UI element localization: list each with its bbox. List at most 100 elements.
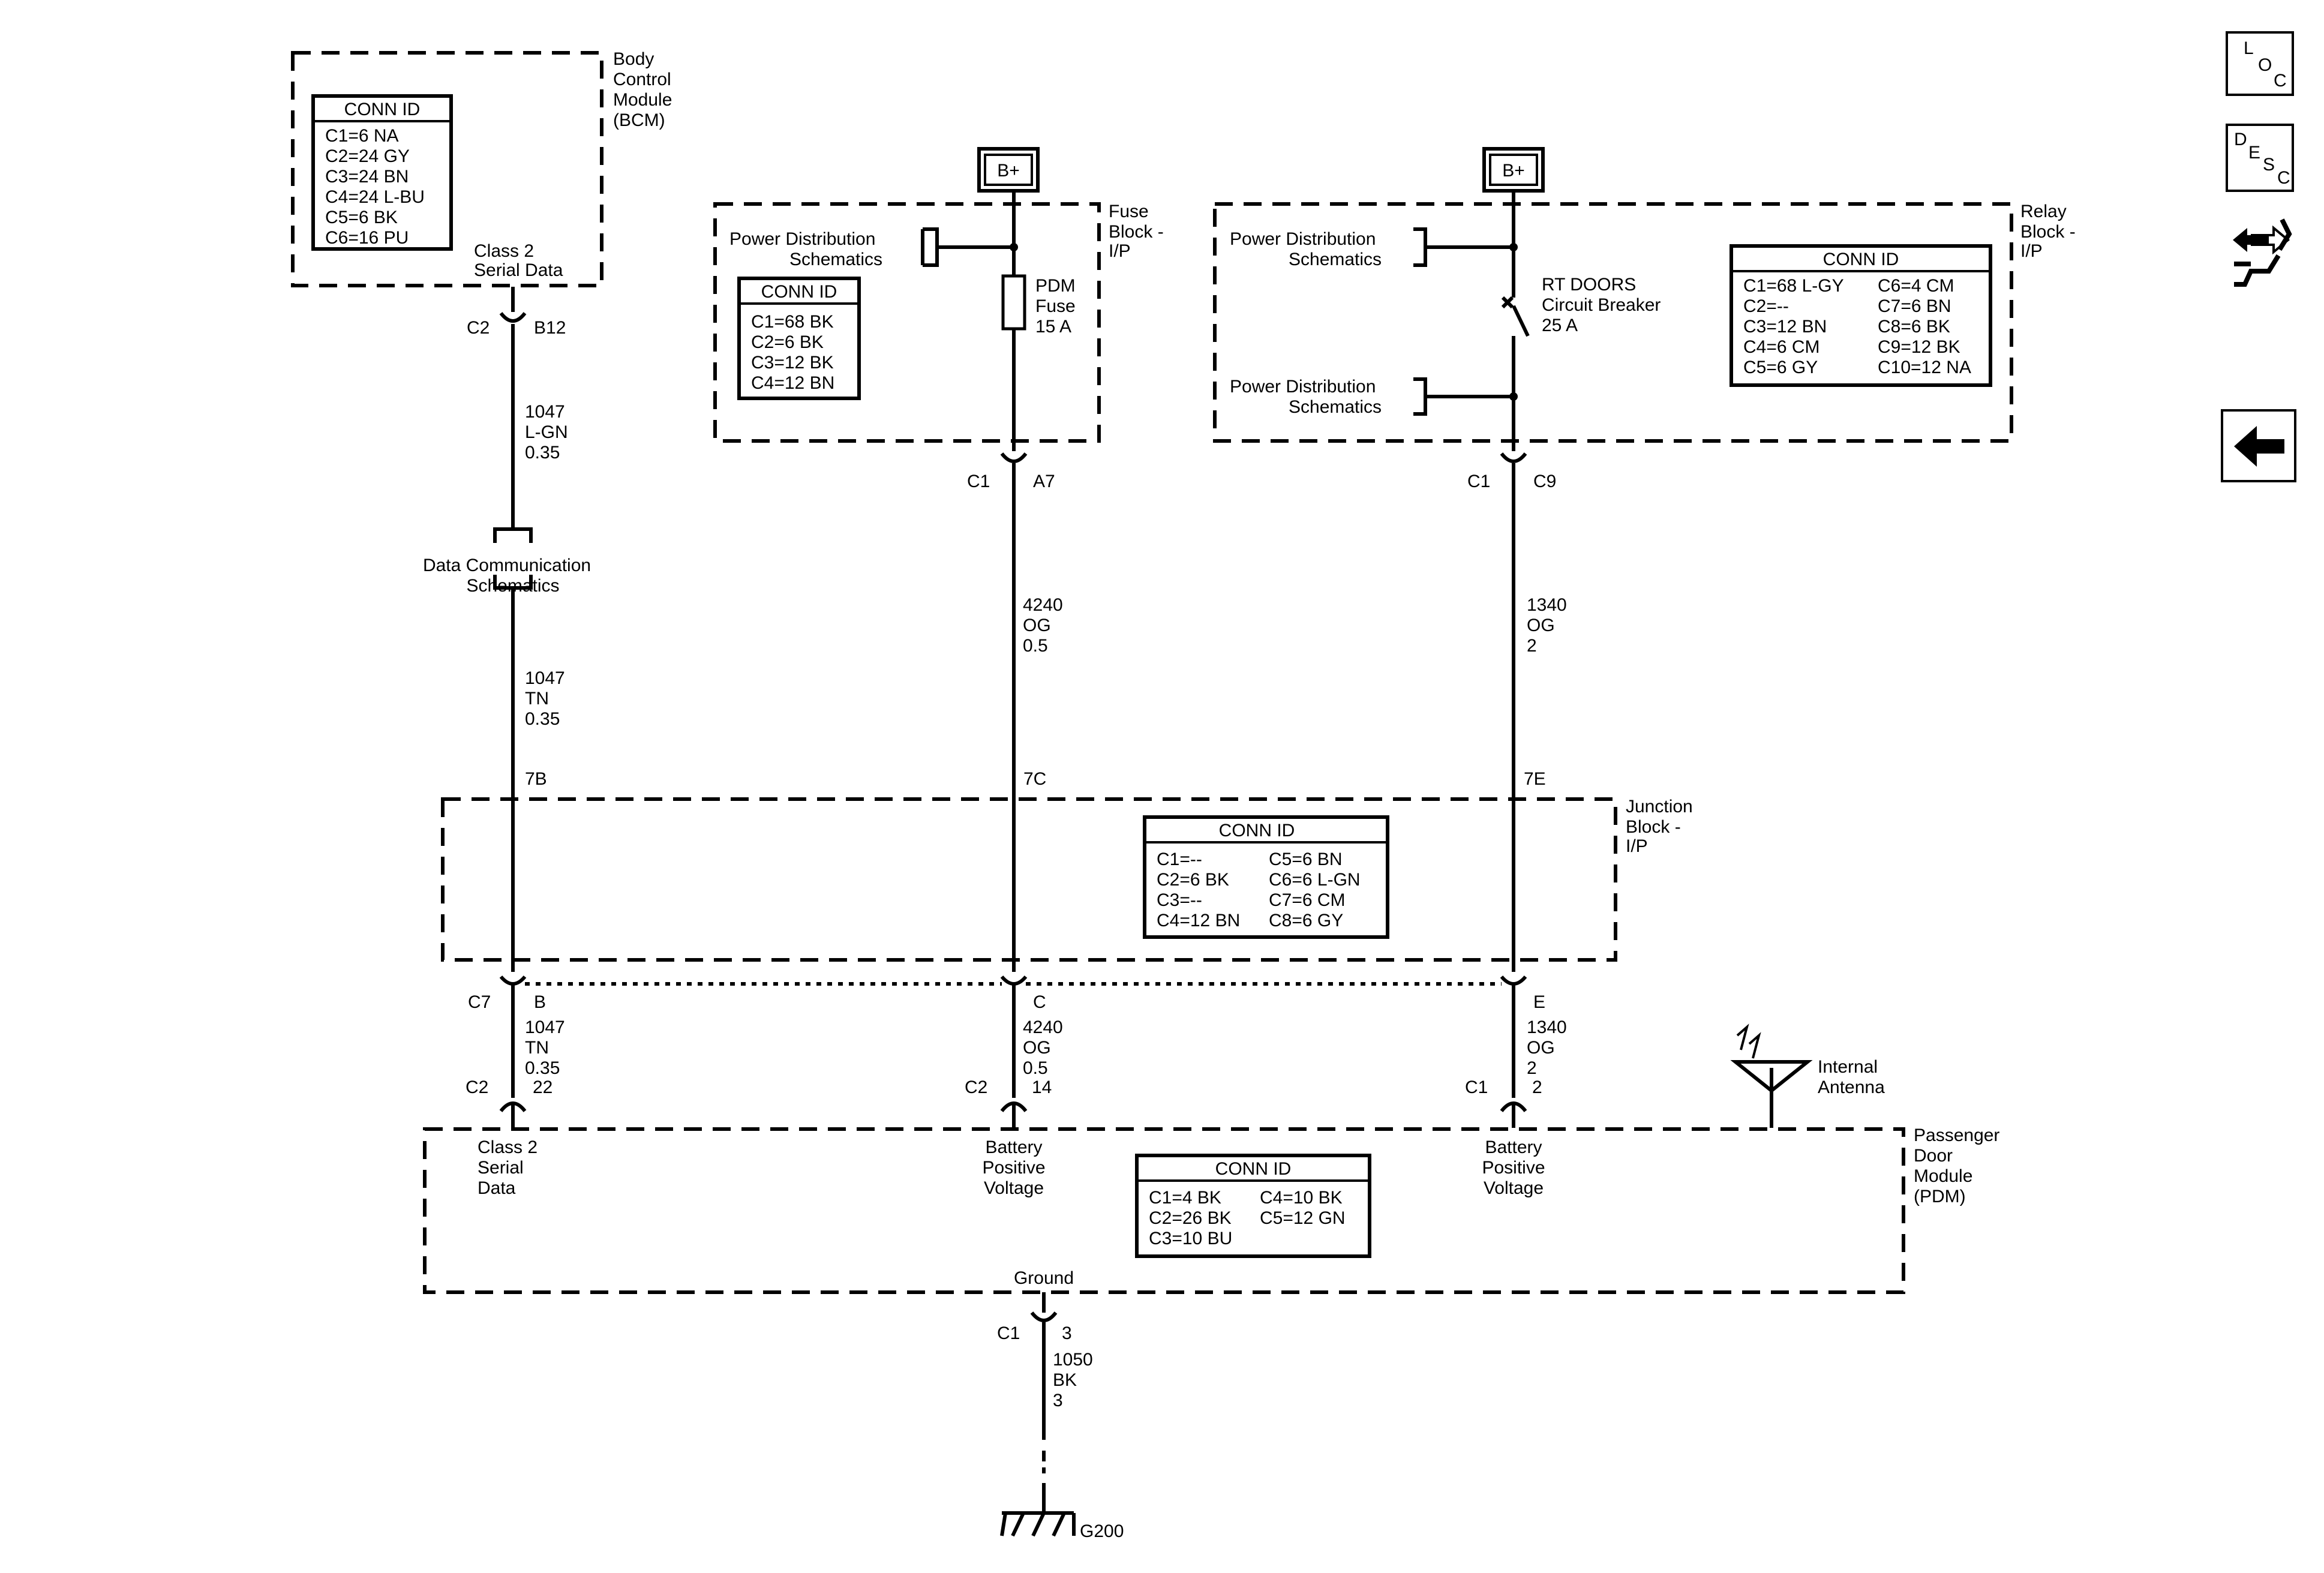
passenger-door-module: Passenger Door Module (PDM) C2 22 C2 14 …	[423, 1023, 1999, 1294]
pdm-pin1-connector: C2	[466, 1077, 488, 1097]
svg-text:C9=12 BK: C9=12 BK	[1878, 337, 1960, 357]
exchange-arrows-icon[interactable]	[2227, 214, 2294, 298]
svg-text:2: 2	[1527, 636, 1537, 656]
ground-name: G200	[1080, 1521, 1124, 1541]
relay-block-conn-id-table: CONN ID C1=68 L-GY C2=-- C3=12 BN C4=6 C…	[1730, 244, 1992, 387]
location-button[interactable]: L O C	[2226, 31, 2294, 96]
svg-text:Antenna: Antenna	[1818, 1077, 1885, 1097]
svg-text:C6=6 L-GN: C6=6 L-GN	[1269, 870, 1361, 890]
junction-block-conn-id-table: CONN ID C1=-- C2=6 BK C3=-- C4=12 BN C5=…	[1143, 815, 1389, 939]
ground-circuit: C1 3 1050 BK 3 G200	[997, 1292, 1124, 1541]
pdm-fuse-label: PDM Fuse 15 A	[1035, 276, 1076, 337]
svg-text:TN: TN	[525, 689, 549, 709]
svg-text:C4=24 L-BU: C4=24 L-BU	[325, 187, 425, 207]
svg-text:C5=6 BN: C5=6 BN	[1269, 849, 1343, 869]
svg-text:Voltage: Voltage	[984, 1178, 1044, 1198]
svg-text:I/P: I/P	[1109, 241, 1131, 261]
svg-text:C7=6 BN: C7=6 BN	[1878, 296, 1951, 316]
desc-letter-s: S	[2263, 155, 2275, 175]
svg-text:CONN ID: CONN ID	[1215, 1159, 1292, 1179]
svg-text:OG: OG	[1527, 1038, 1555, 1058]
junction-pin-b: B	[534, 992, 546, 1012]
relay-block: B+ Relay Block - I/P Power Distribution …	[1213, 147, 2076, 491]
svg-text:Data Communication: Data Communication	[423, 556, 591, 575]
svg-text:Power Distribution: Power Distribution	[729, 229, 875, 249]
pdm-ground-label: Ground	[1014, 1268, 1074, 1288]
svg-text:C4=10 BK: C4=10 BK	[1260, 1188, 1343, 1208]
svg-text:Fuse: Fuse	[1035, 296, 1076, 316]
svg-text:(PDM): (PDM)	[1914, 1187, 1966, 1206]
fuse-block-conn-id-table: CONN ID C1=68 BK C2=6 BK C3=12 BK C4=12 …	[737, 277, 861, 400]
svg-text:4240: 4240	[1023, 595, 1063, 615]
ground-connector: C1	[997, 1323, 1020, 1343]
svg-text:0.5: 0.5	[1023, 636, 1048, 656]
svg-text:C1=--: C1=--	[1157, 849, 1202, 869]
wire-1047-tn-label-a: 1047 TN 0.35	[525, 668, 565, 729]
svg-text:Positive: Positive	[982, 1158, 1045, 1178]
relay-block-pin: C9	[1533, 472, 1556, 491]
svg-text:BK: BK	[1053, 1370, 1077, 1390]
rt-doors-breaker-label: RT DOORS Circuit Breaker 25 A	[1542, 275, 1661, 335]
svg-text:C2=26 BK: C2=26 BK	[1149, 1208, 1232, 1228]
svg-text:C4=12 BN: C4=12 BN	[1157, 911, 1240, 930]
relay-block-pds-label-2: Power Distribution Schematics	[1230, 377, 1382, 417]
svg-text:C3=12 BN: C3=12 BN	[1743, 317, 1827, 337]
relay-block-pds-label-1: Power Distribution Schematics	[1230, 229, 1382, 269]
svg-text:Schematics: Schematics	[1289, 250, 1382, 269]
svg-text:OG: OG	[1023, 616, 1051, 635]
svg-text:C1=4 BK: C1=4 BK	[1149, 1188, 1221, 1208]
svg-text:C5=6 GY: C5=6 GY	[1743, 358, 1818, 377]
rt-doors-breaker-symbol	[1501, 296, 1530, 337]
svg-text:C1=6 NA: C1=6 NA	[325, 126, 399, 146]
svg-text:15 A: 15 A	[1035, 317, 1071, 337]
svg-text:25 A: 25 A	[1542, 316, 1578, 335]
wire-1047-tn-label-b: 1047 TN 0.35	[525, 1017, 565, 1078]
pdm-pin2-label: Battery Positive Voltage	[982, 1137, 1045, 1198]
fuse-block-name: Fuse Block - I/P	[1109, 202, 1164, 261]
pdm-pin3-label: Battery Positive Voltage	[1482, 1137, 1545, 1198]
wire-4240-label-b: 4240 OG 0.5	[1023, 1017, 1063, 1078]
svg-text:CONN ID: CONN ID	[1823, 250, 1899, 269]
svg-text:Positive: Positive	[1482, 1158, 1545, 1178]
back-button[interactable]	[2221, 409, 2296, 482]
svg-text:Class 2: Class 2	[478, 1137, 538, 1157]
svg-text:Control: Control	[613, 70, 671, 89]
svg-text:Power Distribution: Power Distribution	[1230, 377, 1376, 397]
svg-text:CONN ID: CONN ID	[1219, 821, 1295, 840]
battery-circuit-1340: 1340 OG 2	[1500, 192, 1567, 1128]
svg-text:OG: OG	[1023, 1038, 1051, 1058]
svg-text:I/P: I/P	[2020, 241, 2043, 261]
svg-text:Internal: Internal	[1818, 1057, 1878, 1077]
svg-text:C3=--: C3=--	[1157, 890, 1202, 910]
fuse-block-pin: A7	[1033, 472, 1055, 491]
svg-text:C4=12 BN: C4=12 BN	[751, 373, 834, 393]
loc-letter-o: O	[2258, 55, 2272, 75]
bcm-connector: C2	[467, 318, 490, 338]
class2-data-circuit: 1047 L-GN 0.35 Data Communication Schema…	[423, 287, 591, 1128]
wire-1050-label: 1050 BK 3	[1053, 1350, 1093, 1410]
junction-pin-7b: 7B	[525, 769, 547, 789]
description-button[interactable]: D E S C	[2226, 124, 2294, 192]
svg-text:Block -: Block -	[1109, 222, 1164, 242]
loc-letter-c: C	[2274, 71, 2287, 91]
svg-text:C5=12 GN: C5=12 GN	[1260, 1208, 1346, 1228]
svg-text:(BCM): (BCM)	[613, 110, 665, 130]
junction-block: Junction Block - I/P 7B 7C 7E CONN ID C1…	[441, 769, 1693, 1012]
svg-text:PDM: PDM	[1035, 276, 1076, 296]
svg-text:I/P: I/P	[1626, 836, 1648, 856]
svg-text:1340: 1340	[1527, 1017, 1567, 1037]
bcm-pin: B12	[534, 318, 566, 338]
svg-text:C3=10 BU: C3=10 BU	[1149, 1229, 1232, 1248]
wire-4240-label-a: 4240 OG 0.5	[1023, 595, 1063, 656]
svg-text:C1=68 L-GY: C1=68 L-GY	[1743, 276, 1844, 296]
svg-text:Fuse: Fuse	[1109, 202, 1149, 221]
fuse-block-pds-label: Power Distribution Schematics	[729, 229, 882, 269]
svg-text:Junction: Junction	[1626, 797, 1693, 816]
svg-text:1047: 1047	[525, 1017, 565, 1037]
svg-text:3: 3	[1053, 1391, 1063, 1410]
svg-text:Block -: Block -	[2020, 222, 2076, 242]
svg-text:C2=--: C2=--	[1743, 296, 1789, 316]
svg-text:1050: 1050	[1053, 1350, 1093, 1370]
svg-text:2: 2	[1527, 1058, 1537, 1078]
svg-text:C2=24 GY: C2=24 GY	[325, 146, 410, 166]
